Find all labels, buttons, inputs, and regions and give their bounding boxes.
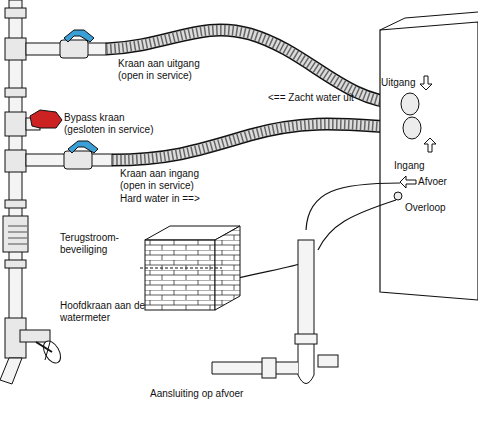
callout-label: <== Zacht water uit: [268, 92, 354, 104]
braided-hoses: [106, 30, 404, 160]
main-valve: [0, 330, 64, 384]
inlet-valve-handle: [68, 141, 98, 153]
bypass-valve-handle: [30, 110, 62, 128]
callout-label: Kraan aan ingang (open in service): [120, 168, 210, 192]
callout-label: Uitgang: [381, 77, 415, 89]
callout-label: Hard water in ==>: [120, 193, 200, 205]
callout-label: Hoofdkraan aan de watermeter: [60, 300, 152, 324]
unit-top-edge: [380, 12, 478, 30]
pipe-fittings: [3, 8, 28, 358]
callout-label: Kraan aan uitgang (open in service): [118, 58, 208, 82]
unit-connectors: [394, 93, 421, 200]
outlet-valve-handle: [64, 30, 94, 42]
callout-label: Ingang: [394, 160, 425, 172]
callout-label: Terugstroom- beveiliging: [60, 232, 126, 256]
standpipe-trap: [212, 240, 338, 384]
softener-unit: [380, 22, 478, 300]
flow-arrows: [400, 76, 436, 188]
callout-label: Overloop: [405, 202, 446, 214]
callout-label: Bypass kraan (gesloten in service): [64, 112, 164, 136]
callout-label: Aansluiting op afvoer: [150, 388, 243, 400]
callout-label: Afvoer: [418, 176, 447, 188]
backflow-preventer: [8, 226, 27, 244]
brick-wall: [140, 226, 240, 310]
